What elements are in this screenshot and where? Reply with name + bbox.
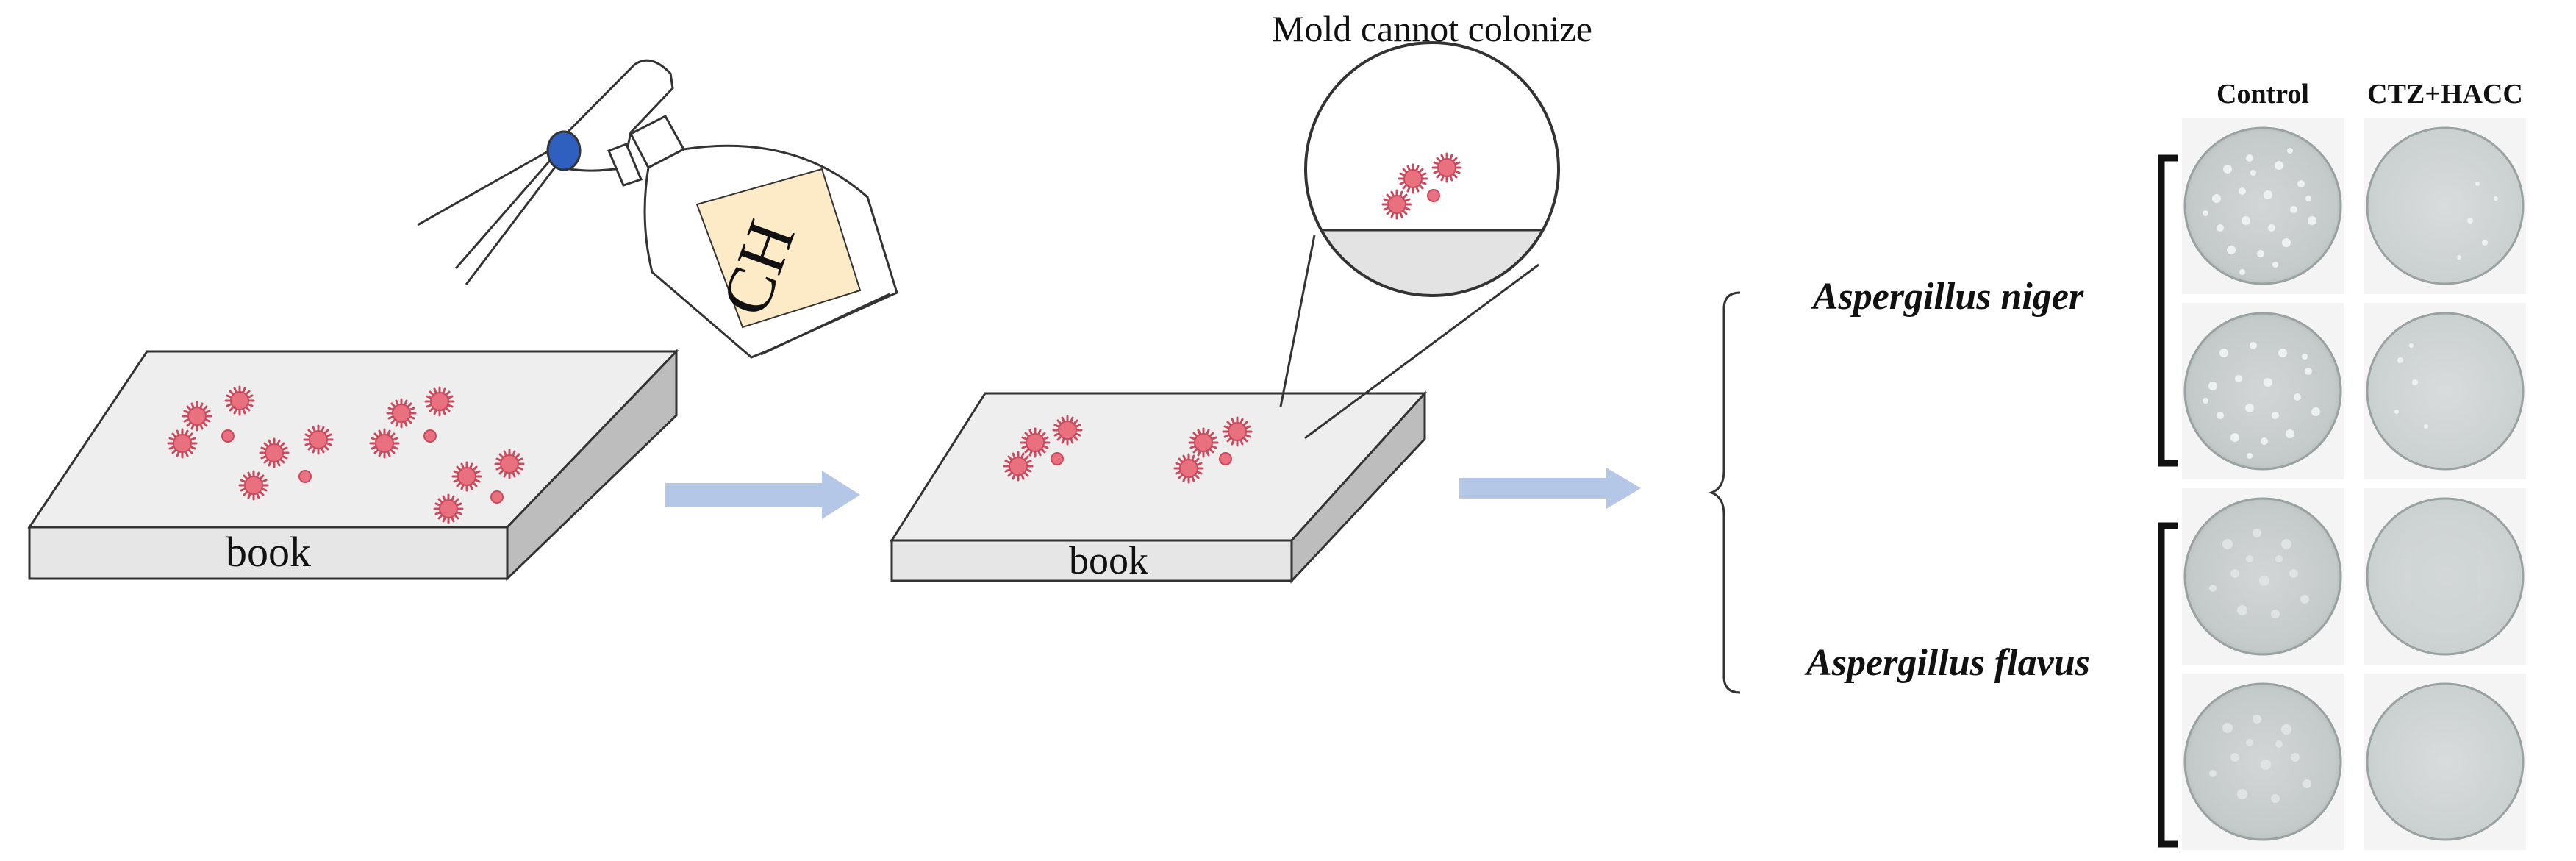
bracket-niger — [2158, 154, 2178, 467]
petri-dish-niger-treated-1 — [2364, 118, 2526, 294]
bracket-flavus — [2158, 522, 2178, 848]
process-arrow-2 — [1459, 468, 1641, 509]
spray-mist — [417, 149, 557, 285]
process-arrow-1 — [665, 471, 860, 519]
book-left-label: book — [226, 528, 311, 576]
book-middle: book — [890, 390, 1428, 584]
species-label-flavus: Aspergillus flavus — [1804, 642, 2090, 684]
petri-dish-flavus-control-2 — [2182, 674, 2344, 850]
petri-dish-grid — [2182, 118, 2526, 850]
zoom-line-left — [1279, 235, 1316, 407]
petri-dish-niger-control-2 — [2182, 303, 2344, 479]
book-middle-front — [890, 539, 1293, 582]
book-middle-label: book — [1069, 538, 1148, 582]
spray-nozzle — [546, 130, 582, 171]
zoom-surface — [1306, 230, 1559, 296]
spray-bottle: CH — [417, 59, 898, 359]
colonies — [2203, 148, 2316, 275]
petri-dish-flavus-treated-2 — [2364, 674, 2526, 850]
column-header-treatment: CTZ+HACC — [2367, 79, 2523, 110]
zoom-line-right — [1304, 263, 1539, 440]
petri-dish-niger-control-1 — [2182, 118, 2344, 294]
species-label-niger: Aspergillus niger — [1811, 276, 2084, 318]
zoom-caption: Mold cannot colonize — [1272, 8, 1592, 49]
petri-dish-niger-treated-2 — [2364, 303, 2526, 479]
book-left: book — [27, 349, 679, 582]
column-header-control: Control — [2217, 79, 2309, 110]
results-brace — [1708, 291, 1741, 694]
spray-label-area — [695, 168, 862, 329]
book-left-front — [28, 526, 509, 580]
spray-trigger-head — [555, 59, 674, 172]
petri-dish-flavus-treated-1 — [2364, 488, 2526, 665]
spray-trigger — [607, 143, 643, 187]
petri-dish-flavus-control-1 — [2182, 488, 2344, 665]
zoom-callout: Mold cannot colonize — [1272, 8, 1592, 440]
